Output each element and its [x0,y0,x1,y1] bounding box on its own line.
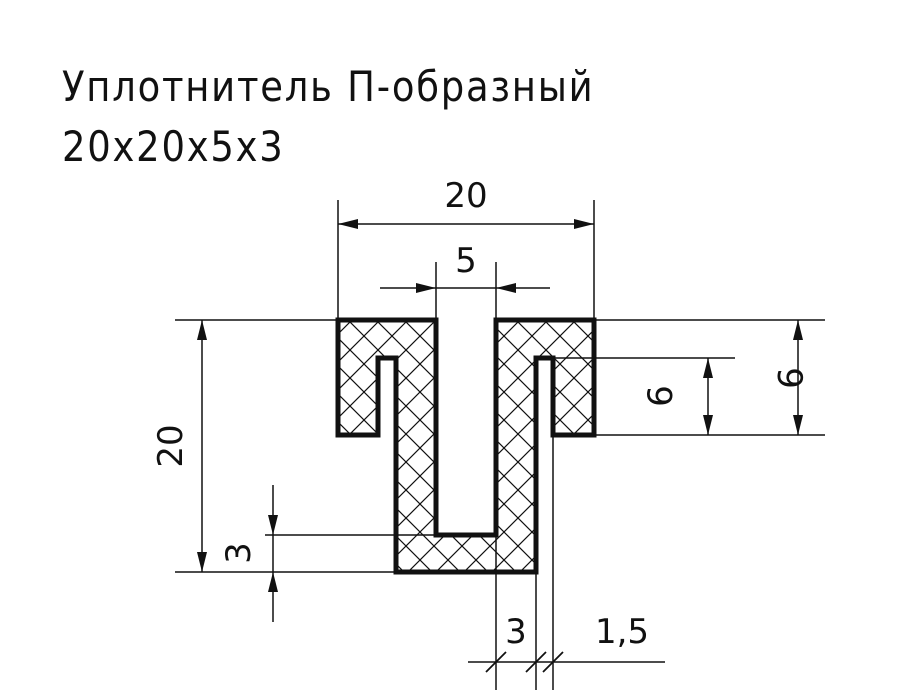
dim-flange-height: 9 [769,367,809,389]
drawing-title-line2: 20x20x5x3 [62,122,285,171]
dimension-lines [197,219,803,663]
dim-hook-height: 6 [641,385,681,407]
dim-overall-width: 20 [444,176,487,216]
dimension-ticks [485,651,564,673]
dim-slot-width: 5 [455,241,477,281]
dim-bottom-thickness: 3 [219,542,259,564]
drawing-title-line1: Уплотнитель П-образный [62,62,595,111]
dim-overall-height: 20 [151,424,191,467]
dim-hook-thickness: 1,5 [595,612,649,652]
dim-wall-thickness: 3 [505,612,527,652]
